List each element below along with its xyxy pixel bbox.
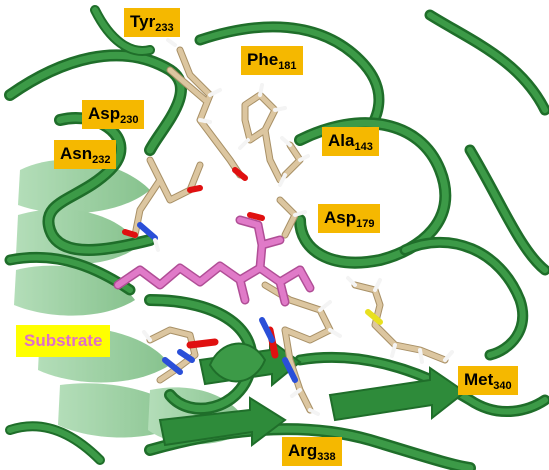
label-asn232: Asn232 xyxy=(54,140,117,169)
label-tyr233-name: Tyr xyxy=(130,12,156,31)
label-phe181: Phe181 xyxy=(241,46,303,75)
label-asn232-name: Asn xyxy=(60,144,93,163)
label-phe181-number: 181 xyxy=(278,60,297,72)
label-asp230-name: Asp xyxy=(88,104,121,123)
label-arg338: Arg338 xyxy=(282,437,342,466)
label-met340-name: Met xyxy=(464,370,494,389)
substrate-molecule xyxy=(113,215,315,307)
label-arg338-number: 338 xyxy=(317,451,336,463)
label-tyr233: Tyr233 xyxy=(124,8,180,37)
label-asp230: Asp230 xyxy=(82,100,145,129)
label-phe181-name: Phe xyxy=(247,50,279,69)
label-asp179-name: Asp xyxy=(324,208,357,227)
label-ala143: Ala143 xyxy=(322,127,379,156)
label-arg338-name: Arg xyxy=(288,441,318,460)
label-met340-number: 340 xyxy=(493,380,512,392)
label-asp179-number: 179 xyxy=(356,218,375,230)
label-asp230-number: 230 xyxy=(120,114,139,126)
label-met340: Met340 xyxy=(458,366,518,395)
label-asn232-number: 232 xyxy=(92,154,111,166)
label-ala143-name: Ala xyxy=(328,131,355,150)
label-tyr233-number: 233 xyxy=(155,22,174,34)
label-asp179: Asp179 xyxy=(318,204,381,233)
label-ala143-number: 143 xyxy=(354,141,373,153)
hydrogens xyxy=(142,38,454,416)
label-substrate: Substrate xyxy=(16,325,111,357)
heteroatoms xyxy=(122,167,383,383)
